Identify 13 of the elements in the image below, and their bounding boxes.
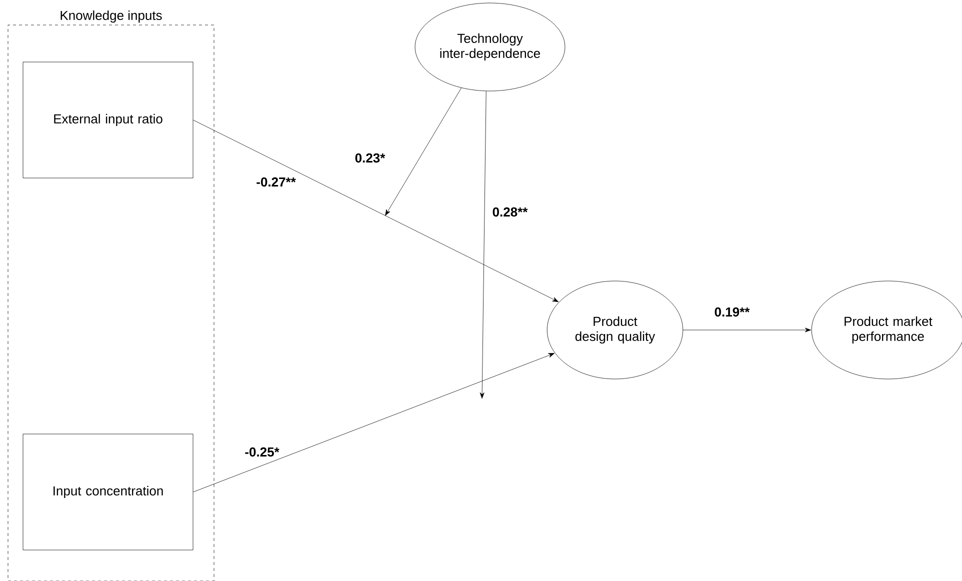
- arrow: [193, 353, 555, 492]
- group-heading: Knowledge inputs: [60, 10, 162, 23]
- edge-label: -0.27**: [256, 177, 296, 187]
- edge-label: 0.19**: [714, 307, 750, 317]
- arrow: [682, 328, 812, 332]
- edge-label: 0.23*: [355, 153, 386, 163]
- arrow: [385, 88, 462, 216]
- edge-label: -0.25*: [245, 447, 280, 457]
- arrow: [193, 120, 559, 302]
- arrow: [480, 90, 486, 399]
- variable-box: Input concentration: [22, 434, 194, 550]
- variable-box: External input ratio: [22, 62, 194, 178]
- edge-label: 0.28**: [492, 207, 528, 217]
